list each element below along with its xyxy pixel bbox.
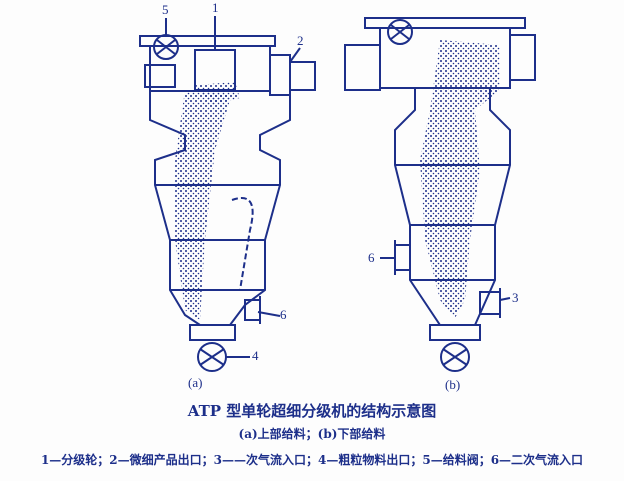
label-2-a: 2 [297, 33, 304, 48]
label-6-a: 6 [280, 307, 287, 322]
figure-title: ATP 型单轮超细分级机的结构示意图 [187, 402, 437, 420]
fine-product-outlet [289, 61, 316, 91]
figure-legend: 1—分级轮；2—微细产品出口；3——次气流入口；4—粗粒物料出口；5—给料阀；6… [40, 453, 584, 467]
figure-subtitle: (a)上部给料；(b)下部给料 [238, 427, 386, 441]
caption-a: (a) [188, 375, 203, 390]
label-1-a: 1 [212, 0, 219, 15]
label-4-a: 4 [252, 348, 259, 363]
caption-b: (b) [445, 377, 461, 392]
label-3-b: 3 [512, 290, 519, 305]
label-6-b: 6 [368, 250, 375, 265]
label-5-a: 5 [162, 2, 169, 17]
diagram-a [139, 16, 316, 372]
